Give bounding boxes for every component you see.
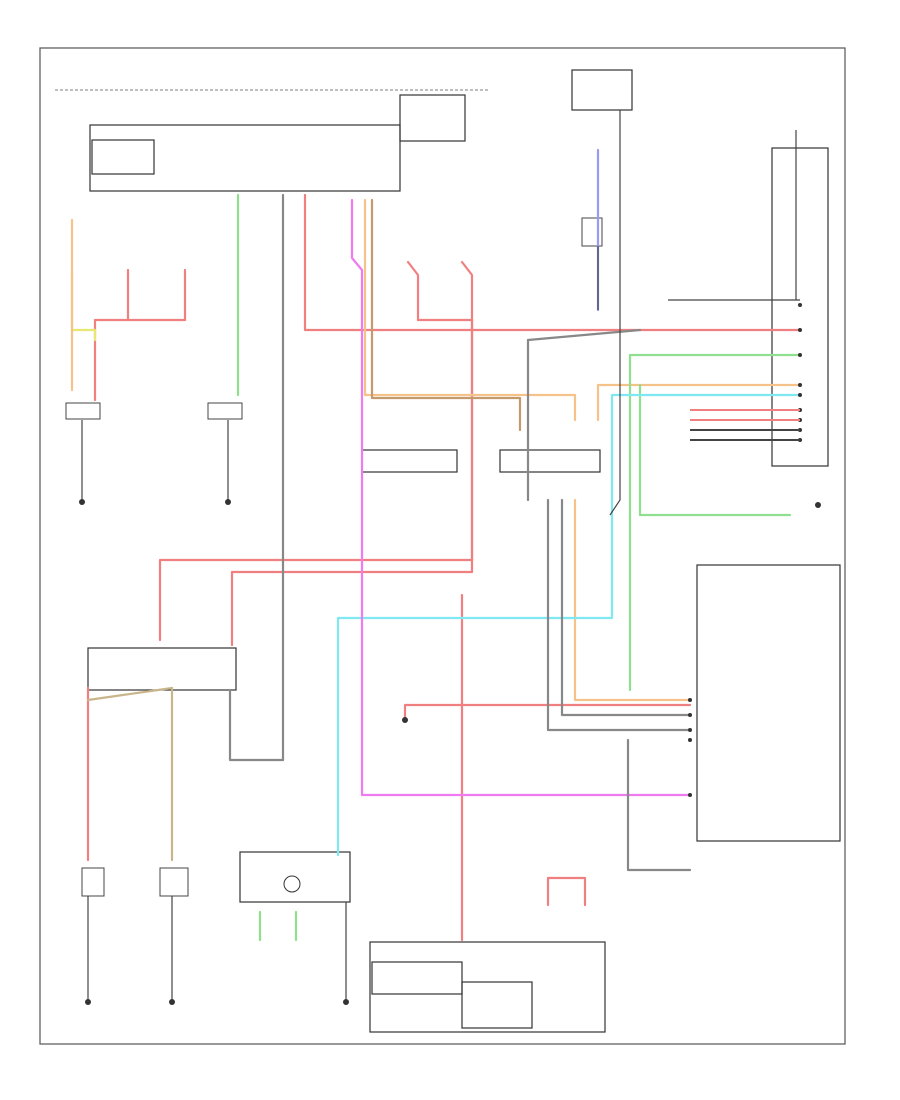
- right-headlight: [207, 402, 243, 420]
- wire-red-1: [93, 268, 130, 402]
- wire-gray-7: [526, 328, 642, 342]
- fuse-block-right: [399, 94, 466, 142]
- wire-red-3: [303, 193, 802, 332]
- ground-right-marker: [169, 999, 175, 1005]
- wire-magenta-1: [350, 198, 692, 797]
- wire-black-top-right: [609, 110, 621, 516]
- fog-relay-block: [87, 647, 237, 691]
- light-switch-sub-block: [91, 139, 155, 175]
- pin-5: [798, 393, 802, 397]
- wires: [70, 148, 802, 942]
- wire-gray-6: [626, 738, 692, 872]
- wire-cyan-1: [336, 393, 802, 857]
- center-switch-right: [499, 449, 601, 473]
- pin-m1: [688, 698, 692, 702]
- pin-1: [798, 303, 802, 307]
- wire-red-4: [158, 260, 474, 642]
- wire-orange-3: [573, 498, 692, 702]
- pin-2: [798, 328, 802, 332]
- wire-gray-4: [546, 498, 692, 732]
- pin-m4: [688, 738, 692, 742]
- flasher-unit-block: [239, 851, 351, 903]
- flasher-lamp-symbol: [283, 875, 301, 893]
- wire-green-3: [638, 383, 792, 517]
- wire-orange-2: [363, 198, 577, 422]
- ground-right-headlight: [225, 499, 231, 505]
- right-wire-bundle: [690, 409, 800, 441]
- wire-gray-5: [560, 498, 692, 717]
- component-blocks: [55, 69, 841, 1033]
- right-front-marker: [159, 867, 189, 897]
- wire-green-2: [628, 353, 802, 692]
- wire-red-5: [230, 260, 474, 647]
- pin-m2: [688, 713, 692, 717]
- right-side-module: [771, 147, 829, 467]
- wire-red-7: [403, 703, 692, 722]
- left-front-marker: [81, 867, 105, 897]
- pin-3: [798, 353, 802, 357]
- ground-points: [79, 499, 821, 1005]
- light-switch-block: [89, 124, 401, 192]
- wire-tan-2: [86, 686, 174, 702]
- pin-m5: [688, 793, 692, 797]
- wire-orange-4: [596, 383, 802, 422]
- wire-red-9: [546, 876, 587, 907]
- pin-m3: [688, 728, 692, 732]
- wire-yellow-1: [70, 268, 97, 342]
- ground-left-headlight: [79, 499, 85, 505]
- top-right-fuse-block: [571, 69, 633, 111]
- left-headlight: [65, 402, 101, 420]
- ground-left-marker: [85, 999, 91, 1005]
- wire-brown-1: [370, 198, 522, 432]
- control-unit-inner-left: [371, 961, 463, 995]
- wire-gray-2: [228, 688, 285, 762]
- control-unit-inner-right: [461, 981, 533, 1029]
- ground-flasher: [343, 999, 349, 1005]
- pin-c1: [402, 717, 408, 723]
- black-wires: [81, 110, 800, 1000]
- center-switch-left: [361, 449, 458, 473]
- combination-meter-block: [696, 564, 841, 842]
- wire-red-2: [126, 268, 187, 322]
- diagram-frame: [39, 47, 846, 1045]
- control-unit-block: [369, 941, 606, 1033]
- pin-4: [798, 383, 802, 387]
- ground-side-module: [815, 502, 821, 508]
